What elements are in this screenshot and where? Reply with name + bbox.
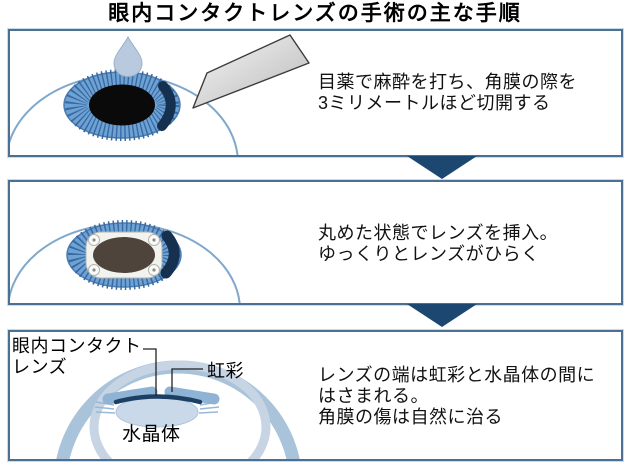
incision-mark xyxy=(160,230,180,279)
icl-label-line2: レンズ xyxy=(12,357,68,377)
caption-line: ゆっくりとレンズがひらく xyxy=(318,244,540,264)
eye-cross-section-illustration xyxy=(56,348,300,459)
step-arrow-down-2 xyxy=(407,304,477,327)
step1-caption: 目薬で麻酔を打ち、角膜の際を 3ミリメートルほど切開する xyxy=(318,72,577,114)
caption-line: レンズの端は虹彩と水晶体の間に xyxy=(318,365,596,385)
icl-cross-section xyxy=(113,394,203,405)
caption-line: 丸めた状態でレンズを挿入。 xyxy=(318,223,559,243)
icl-label-line xyxy=(143,348,157,396)
step-panel-2: 丸めた状態でレンズを挿入。 ゆっくりとレンズがひらく xyxy=(8,180,623,305)
caption-line: 3ミリメートルほど切開する xyxy=(318,93,551,113)
eye-lens-inserted-illustration xyxy=(10,220,241,303)
crystalline-lens-label: 水晶体 xyxy=(122,424,181,445)
iris-cross-section xyxy=(102,386,220,405)
icl-haptic-holes xyxy=(92,238,156,272)
icl-label-line1: 眼内コンタクト xyxy=(12,336,142,356)
iris-label: 虹彩 xyxy=(207,361,244,381)
scalpel-icon xyxy=(192,34,310,109)
pupil-through-lens xyxy=(93,237,155,273)
caption-line: 目薬で麻酔を打ち、角膜の際を xyxy=(318,72,577,92)
icl-label: 眼内コンタクト レンズ xyxy=(12,336,142,378)
pupil xyxy=(89,84,155,126)
step-arrow-down-1 xyxy=(407,156,477,179)
iris-label-line xyxy=(171,368,203,392)
crystalline-lens xyxy=(115,396,199,428)
step3-caption: レンズの端は虹彩と水晶体の間に はさまれる。 角膜の傷は自然に治る xyxy=(318,365,595,428)
incision-mark xyxy=(157,81,176,131)
step2-caption: 丸めた状態でレンズを挿入。 ゆっくりとレンズがひらく xyxy=(318,223,558,265)
page-title: 眼内コンタクトレンズの手術の主な手順 xyxy=(108,2,522,25)
step-panel-1: 目薬で麻酔を打ち、角膜の際を 3ミリメートルほど切開する xyxy=(8,29,623,157)
cornea-dome xyxy=(89,360,271,459)
eye-incision-illustration xyxy=(10,34,310,155)
step-panel-3: 眼内コンタクト レンズ 虹彩 水晶体 レンズの端は虹彩と水晶体の間に はさまれる… xyxy=(8,330,623,461)
caption-line: 角膜の傷は自然に治る xyxy=(318,407,503,427)
caption-line: はさまれる。 xyxy=(318,386,429,406)
eye-drop-icon xyxy=(113,35,143,78)
